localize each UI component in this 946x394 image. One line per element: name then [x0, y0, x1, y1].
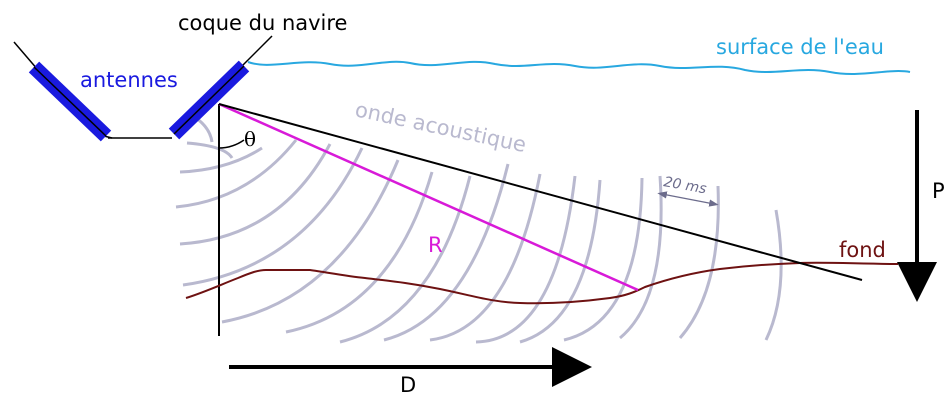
wavefront-17 — [766, 210, 781, 340]
hull-label: coque du navire — [178, 11, 347, 35]
wavefront-11 — [430, 174, 540, 340]
wavefront-1 — [196, 118, 212, 142]
wavefront-4 — [176, 140, 296, 207]
wavefront-3 — [180, 148, 262, 172]
antennas-label: antennes — [80, 68, 178, 92]
water-surface-label: surface de l'eau — [716, 35, 884, 59]
wavefront-10 — [384, 164, 508, 340]
wavefront-2 — [187, 143, 232, 158]
seabed-label: fond — [839, 238, 886, 262]
range-label: R — [428, 233, 443, 257]
distance-label: D — [400, 373, 416, 394]
acoustic-wavefronts — [176, 118, 781, 342]
slant-line — [219, 104, 862, 280]
wavefront-9 — [340, 176, 470, 342]
water-surface-line — [248, 62, 910, 74]
wavefront-8 — [286, 172, 432, 332]
angle-label: θ — [244, 127, 256, 151]
depth-label: P — [932, 179, 945, 203]
wavefront-5 — [180, 144, 330, 244]
interval-label: 20 ms — [662, 174, 707, 197]
antenna-right — [174, 66, 244, 134]
wavefront-16 — [680, 186, 718, 338]
angle-arc — [219, 140, 244, 148]
interval-arrow — [662, 194, 714, 204]
